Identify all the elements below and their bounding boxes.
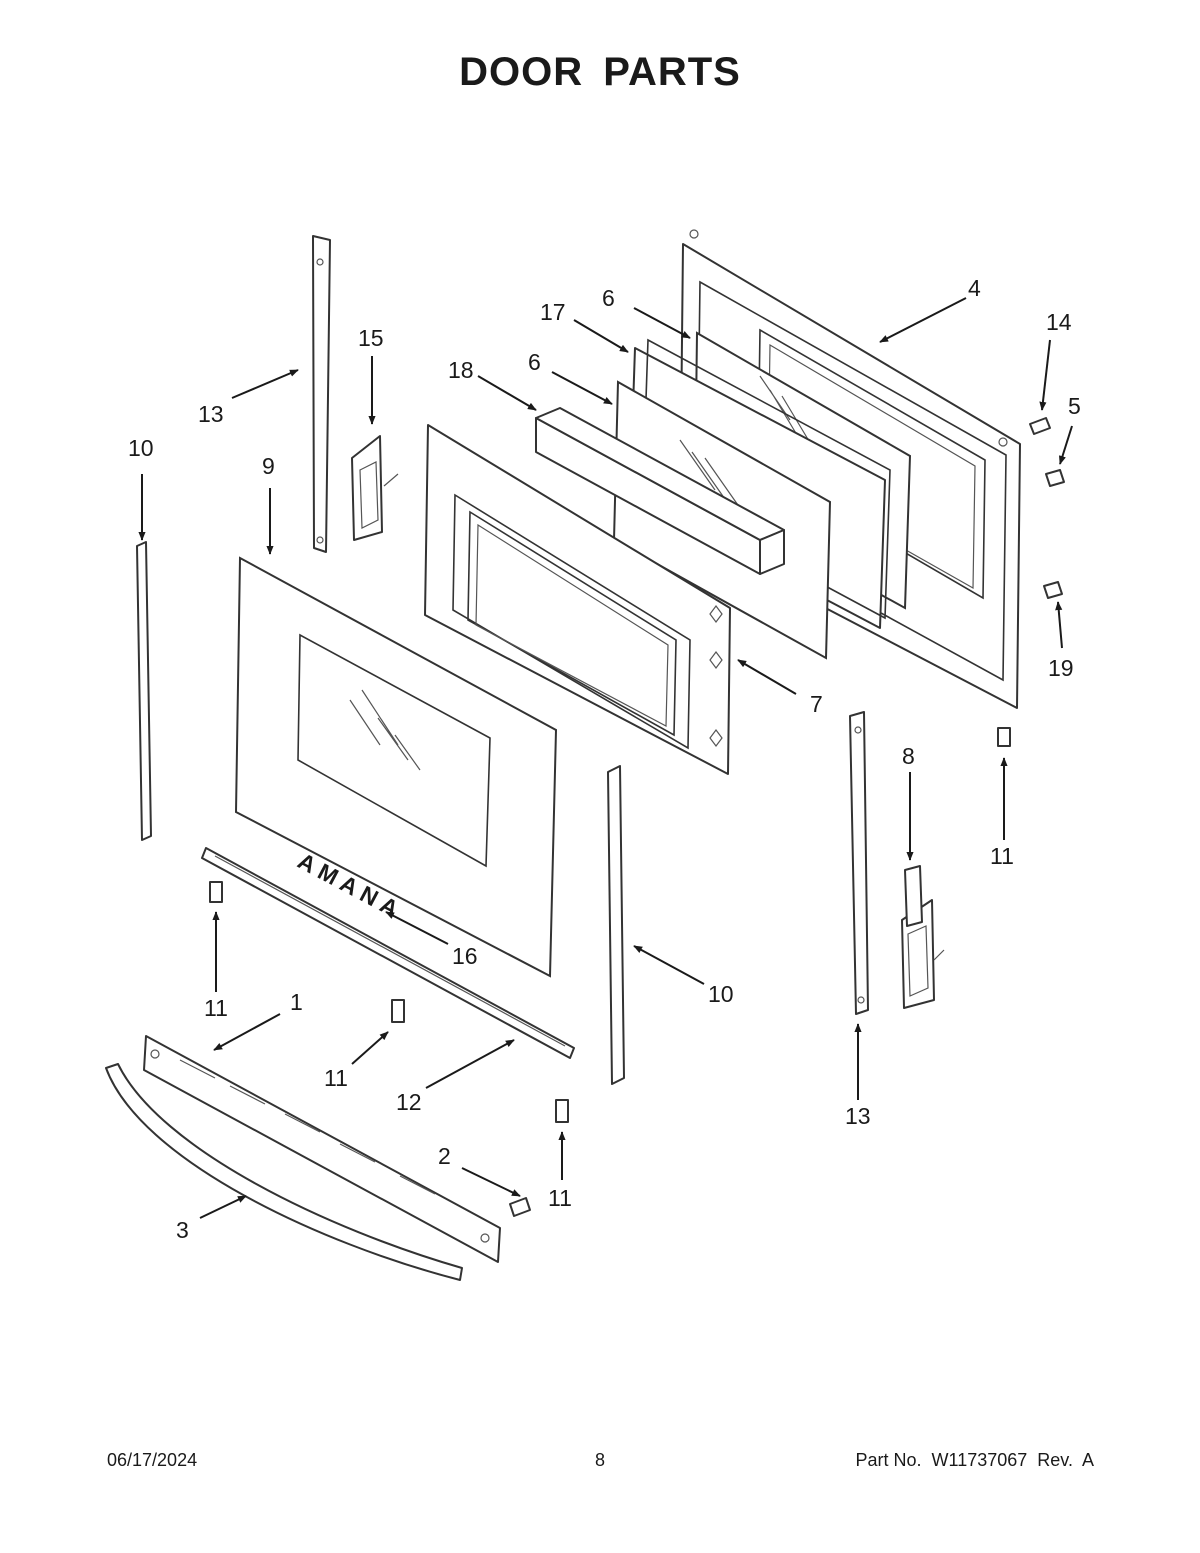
door-hinge-left <box>351 435 399 541</box>
footer-part-number: Part No. W11737067 Rev. A <box>855 1450 1094 1470</box>
door-frame <box>424 424 731 775</box>
door-side-trim-left <box>136 541 152 841</box>
callout-14: 14 <box>1046 309 1072 335</box>
callout-5: 5 <box>1068 393 1081 419</box>
leader-lines <box>138 297 1073 1219</box>
outer-door-glass <box>234 556 558 978</box>
door-hinge-right <box>901 865 945 1009</box>
hinge-receiver-right <box>849 711 869 1015</box>
hinge-receiver-left <box>312 235 331 553</box>
callout-18: 18 <box>448 357 474 383</box>
page-title: DOOR PARTS <box>459 50 741 94</box>
callout-6-back-glass: 6 <box>602 285 615 311</box>
callout-16: 16 <box>452 943 478 969</box>
callout-3: 3 <box>176 1217 189 1243</box>
callout-6-middle-glass: 6 <box>528 349 541 375</box>
callout-12: 12 <box>396 1089 422 1115</box>
callout-11-right: 11 <box>990 843 1014 869</box>
callout-11-bottom: 11 <box>548 1185 572 1211</box>
callout-13-left: 13 <box>198 401 224 427</box>
callout-8: 8 <box>902 743 915 769</box>
callout-10-right: 10 <box>708 981 734 1007</box>
callout-11-left: 11 <box>204 995 228 1021</box>
callout-9: 9 <box>262 453 275 479</box>
callout-1: 1 <box>290 989 303 1015</box>
door-handle <box>105 1063 463 1281</box>
door-trim-bracket <box>201 847 575 1059</box>
callout-11-center: 11 <box>324 1065 348 1091</box>
callout-4: 4 <box>968 275 981 301</box>
door-insulation <box>535 407 785 575</box>
callout-17: 17 <box>540 299 566 325</box>
footer-page-number: 8 <box>594 1450 605 1470</box>
screw-group <box>209 417 1065 1217</box>
callout-2: 2 <box>438 1143 451 1169</box>
handle-trim <box>143 1035 501 1263</box>
footer-date: 06/17/2024 <box>107 1450 198 1470</box>
callout-7: 7 <box>810 691 823 717</box>
door-side-trim-right <box>607 765 625 1085</box>
callout-19: 19 <box>1048 655 1074 681</box>
callout-15: 15 <box>358 325 384 351</box>
callout-10-left: 10 <box>128 435 154 461</box>
callout-13-right: 13 <box>845 1103 871 1129</box>
